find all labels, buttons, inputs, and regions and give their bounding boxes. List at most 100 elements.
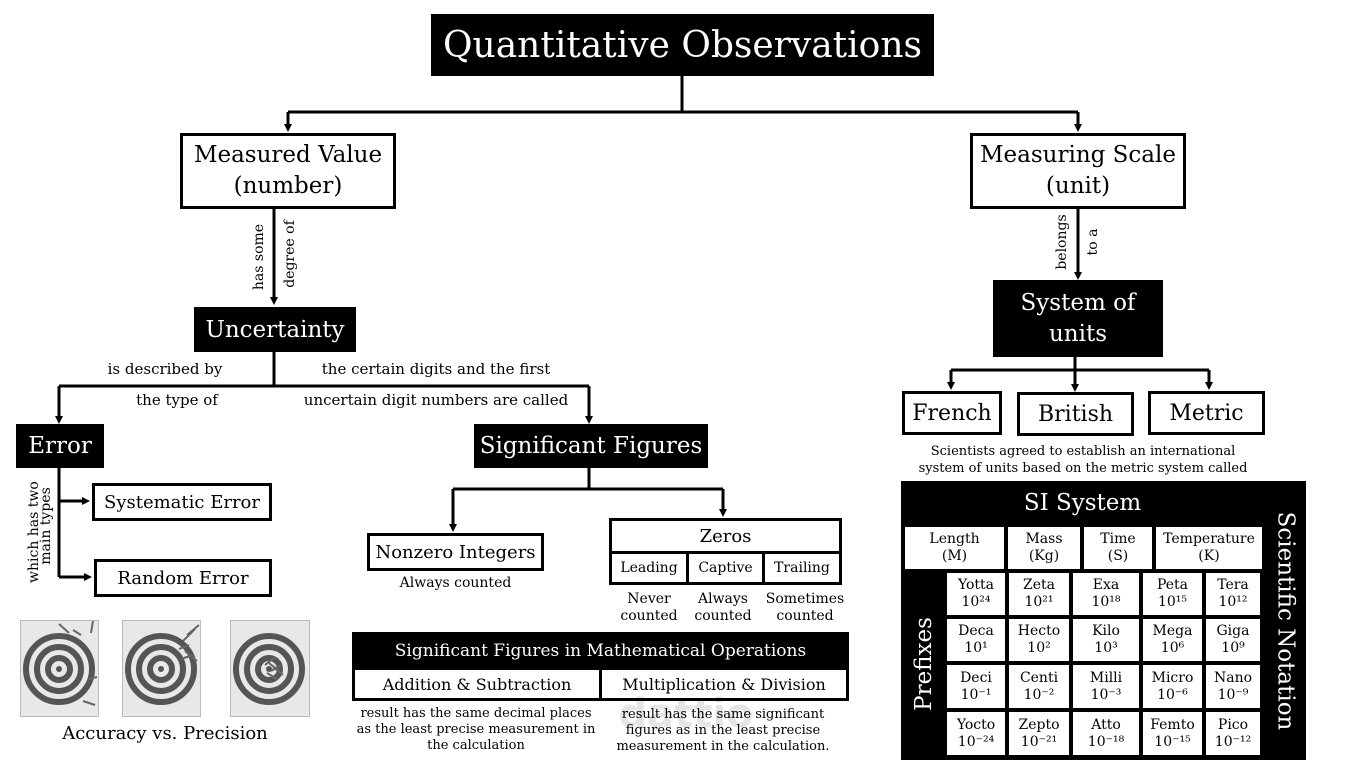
prefix-power: 10⁶: [1160, 640, 1185, 656]
prefix-power: 10¹²: [1218, 594, 1248, 610]
prefix-power: 10²: [1027, 640, 1051, 656]
nonzero-integers-node: Nonzero Integers: [367, 533, 544, 571]
prefix-power: 10⁻¹: [960, 686, 992, 703]
prefix-power: 10³: [1094, 640, 1118, 656]
prefix-name: Pico: [1217, 716, 1249, 733]
prefix-name: Mega: [1152, 623, 1193, 639]
always-counted-label: Always counted: [399, 575, 512, 591]
is-described-by-label: is described by: [107, 360, 223, 378]
prefix-name: Peta: [1156, 577, 1189, 593]
belongs-label: belongs: [1054, 214, 1070, 270]
si-time: Time (S): [1084, 527, 1152, 569]
prefix-name: Atto: [1091, 716, 1121, 733]
target-image-3: [230, 620, 310, 717]
error-node: Error: [16, 424, 104, 468]
prefix-power: 10⁻⁶: [1157, 686, 1188, 703]
prefix-name: Yotta: [957, 577, 995, 593]
prefix-name: Deca: [958, 623, 994, 639]
to-a-label: to a: [1085, 228, 1101, 256]
si-system-box: SI System Length (M) Mass (Kg) Time (S) …: [901, 481, 1306, 760]
zeros-captive: Captive: [689, 554, 762, 582]
prefix-name: Micro: [1151, 669, 1194, 686]
si-temperature: Temperature (K): [1156, 527, 1262, 569]
addition-subtraction: Addition & Subtraction: [355, 670, 599, 698]
prefix-power: 10⁻³: [1090, 686, 1122, 703]
trailing-note: Sometimes counted: [765, 591, 845, 624]
target-image-1: [20, 620, 99, 717]
target-image-2: [122, 620, 201, 717]
system-of-units-node: System of units: [993, 280, 1163, 357]
degree-of-label: degree of: [282, 220, 298, 288]
sig-ops-title: Significant Figures in Mathematical Oper…: [394, 641, 807, 661]
french-node: French: [902, 391, 1002, 435]
main-types-label: main types: [38, 487, 54, 565]
measuring-scale-node: Measuring Scale (unit): [970, 133, 1186, 209]
prefix-name: Zeta: [1023, 577, 1055, 593]
significant-figures-node: Significant Figures: [474, 424, 708, 468]
scientific-notation-label: Scientific Notation: [1272, 511, 1298, 730]
prefix-power: 10¹: [964, 640, 988, 656]
zeros-leading: Leading: [612, 554, 686, 582]
multiplication-note: result has the same significant figures …: [616, 707, 830, 754]
prefix-name: Kilo: [1092, 623, 1120, 639]
si-length: Length (M): [905, 527, 1004, 569]
zeros-trailing: Trailing: [765, 554, 839, 582]
random-error-node: Random Error: [94, 559, 272, 597]
addition-note: result has the same decimal places as th…: [356, 706, 596, 753]
uncertain-digit-label: uncertain digit numbers are called: [303, 391, 569, 409]
metric-node: Metric: [1148, 391, 1265, 435]
prefix-name: Zepto: [1018, 716, 1060, 733]
prefix-power: 10⁻¹²: [1214, 733, 1252, 750]
watermark: dattio: [618, 691, 754, 737]
prefix-name: Tera: [1217, 577, 1249, 593]
prefix-power: 10⁻²⁴: [957, 733, 995, 750]
prefix-power: 10¹⁵: [1157, 594, 1188, 610]
prefix-name: Milli: [1089, 669, 1123, 686]
systematic-error-node: Systematic Error: [92, 483, 272, 521]
prefix-power: 10⁻¹⁵: [1154, 733, 1191, 750]
zeros-box: Zeros Leading Captive Trailing: [609, 518, 842, 585]
prefix-name: Exa: [1092, 577, 1120, 593]
captive-note: Always counted: [694, 591, 752, 624]
british-node: British: [1017, 392, 1134, 436]
leading-note: Never counted: [620, 591, 678, 624]
prefix-power: 10¹⁸: [1091, 594, 1121, 610]
prefix-name: Giga: [1216, 623, 1250, 639]
prefix-name: Nano: [1213, 669, 1253, 686]
si-mass: Mass (Kg): [1008, 527, 1080, 569]
the-type-of-label: the type of: [136, 391, 218, 409]
prefix-name: Deci: [960, 669, 992, 686]
zeros-title: Zeros: [612, 521, 839, 551]
scientists-note: Scientists agreed to establish an intern…: [918, 444, 1248, 476]
measured-value-node: Measured Value (number): [180, 133, 396, 209]
prefix-power: 10⁻²¹: [1020, 733, 1058, 750]
prefix-name: Femto: [1150, 716, 1195, 733]
sig-ops-box: Significant Figures in Mathematical Oper…: [352, 632, 849, 701]
accuracy-precision-caption: Accuracy vs. Precision: [62, 723, 268, 744]
page-title: Quantitative Observations: [431, 14, 934, 76]
prefix-name: Yocto: [956, 716, 996, 733]
certain-digits-label: the certain digits and the first: [321, 360, 551, 378]
prefix-power: 10⁻²: [1023, 686, 1055, 703]
prefix-power: 10⁹: [1221, 640, 1245, 656]
